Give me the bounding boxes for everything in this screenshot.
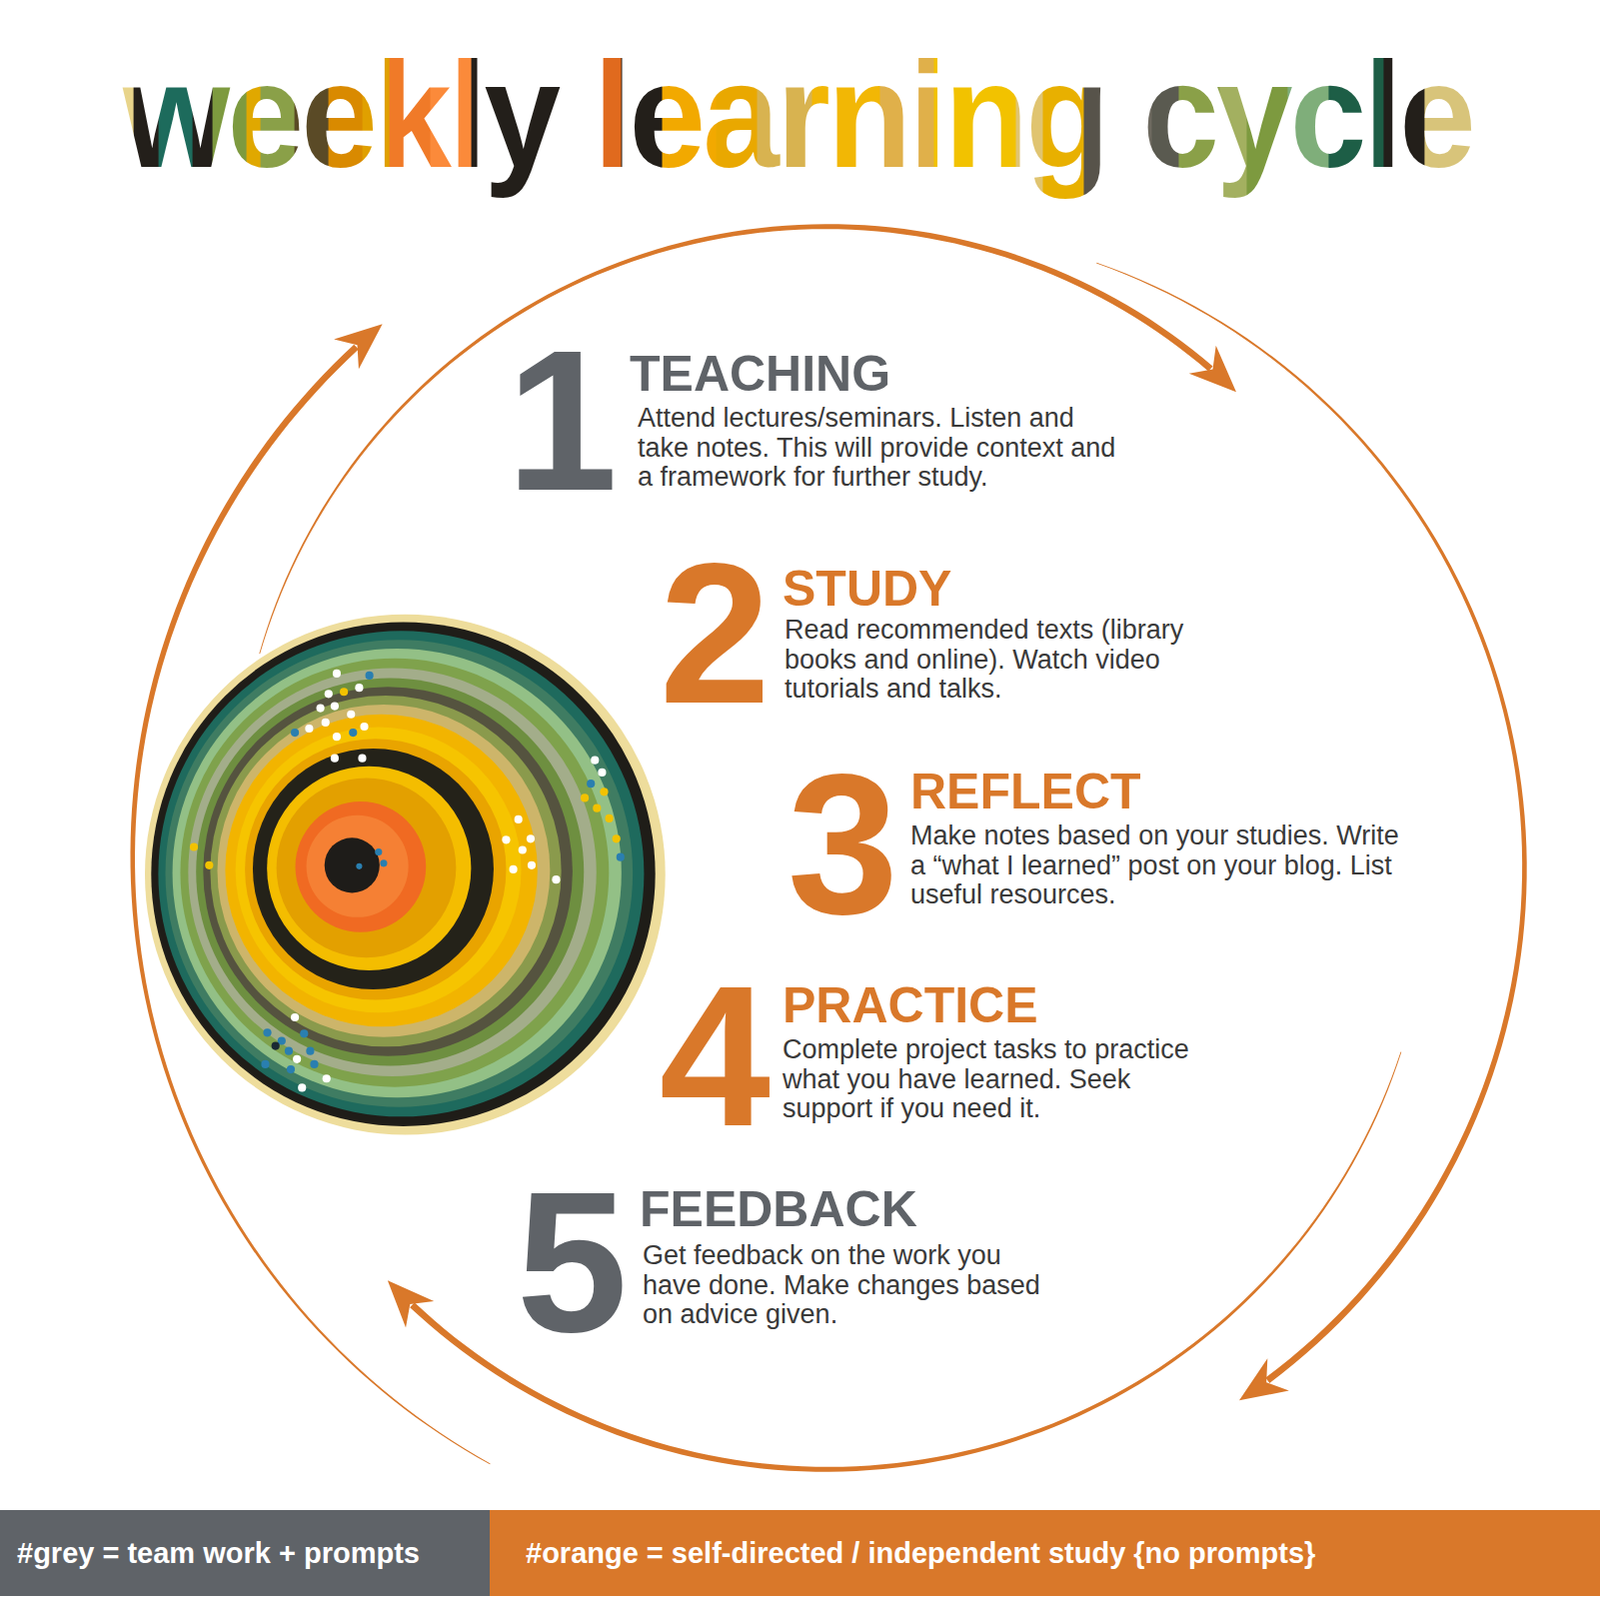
legend-bar: #grey = team work + prompts	[0, 1510, 490, 1597]
dot	[292, 1055, 301, 1064]
ring	[150, 622, 655, 1127]
dot	[284, 1047, 293, 1056]
dot	[339, 687, 348, 696]
ring	[252, 748, 494, 990]
ring	[209, 695, 561, 1047]
title: weekly learning cycle	[117, 21, 1480, 210]
dot	[332, 669, 341, 678]
ring	[306, 815, 409, 918]
dot	[374, 848, 382, 856]
dot	[260, 1060, 269, 1069]
step-heading: PRACTICE	[782, 980, 1039, 1031]
dot	[348, 728, 357, 737]
step-heading: STUDY	[782, 563, 952, 614]
dot	[551, 875, 560, 884]
dot	[304, 724, 313, 733]
dot	[590, 756, 599, 765]
dot	[297, 1083, 306, 1092]
step-description: Complete project tasks to practice what …	[782, 1035, 1208, 1125]
step-description: Read recommended texts (library books an…	[784, 615, 1235, 705]
arc-arrow-shaft	[129, 344, 490, 1466]
arrowhead	[333, 323, 383, 369]
ring	[164, 639, 633, 1108]
dot	[355, 863, 362, 870]
dot	[330, 701, 339, 710]
dot	[365, 671, 374, 680]
ring	[276, 777, 457, 958]
dot	[592, 804, 601, 813]
dot	[616, 853, 625, 862]
dot	[330, 754, 339, 763]
ring	[195, 677, 584, 1066]
arrowhead	[387, 1280, 434, 1328]
dot	[204, 861, 213, 870]
dot	[501, 835, 510, 844]
ring	[217, 704, 551, 1038]
dot	[189, 842, 198, 851]
step-heading: REFLECT	[910, 766, 1142, 817]
dot	[359, 722, 368, 731]
ring	[324, 837, 380, 893]
step-number: 3	[787, 744, 899, 945]
dot	[286, 1065, 295, 1074]
dot	[586, 779, 595, 788]
step-description: Get feedback on the work you have done. …	[642, 1241, 1043, 1331]
dot-scatter	[189, 669, 625, 1093]
dot	[604, 814, 613, 823]
ring	[179, 658, 609, 1088]
step-heading: TEACHING	[629, 348, 891, 399]
step-number: 2	[659, 533, 771, 734]
cycle-arrows	[129, 223, 1527, 1473]
ring	[244, 738, 506, 1000]
legend-text: #grey = team work + prompts	[16, 1537, 420, 1571]
dot	[509, 865, 518, 874]
ring	[295, 801, 427, 933]
ring	[172, 648, 622, 1098]
dot	[324, 689, 333, 698]
dot	[322, 1074, 331, 1083]
ring	[187, 668, 596, 1077]
ring	[157, 630, 644, 1117]
ring	[202, 686, 573, 1057]
legend-bar: #orange = self-directed / independent st…	[489, 1510, 1600, 1597]
ring	[266, 766, 471, 971]
ring-illustration	[144, 614, 666, 1136]
arrowhead	[1189, 345, 1237, 393]
step-heading: FEEDBACK	[639, 1184, 918, 1235]
dot	[305, 1047, 314, 1056]
dot	[527, 861, 536, 870]
dot	[321, 718, 330, 727]
step-description: Attend lectures/seminars. Listen and tak…	[637, 403, 1128, 493]
step-number: 1	[506, 320, 618, 521]
dot	[518, 845, 527, 854]
legend-text: #orange = self-directed / independent st…	[525, 1537, 1316, 1571]
dot	[271, 1041, 280, 1050]
dot	[354, 683, 363, 692]
dot	[346, 710, 355, 719]
dot	[290, 728, 299, 737]
dot	[514, 815, 523, 824]
ring	[144, 614, 666, 1136]
dot	[599, 787, 608, 796]
dot	[357, 754, 366, 763]
dot	[262, 1028, 271, 1037]
dot	[316, 704, 325, 713]
dot	[612, 834, 621, 843]
step-number: 5	[516, 1162, 628, 1363]
ring	[224, 714, 537, 1027]
dot	[597, 768, 606, 777]
arrowhead	[1239, 1358, 1290, 1401]
dot	[580, 793, 589, 802]
dot	[299, 1029, 308, 1038]
dot	[309, 1060, 318, 1069]
step-number: 4	[659, 956, 771, 1157]
dot	[526, 834, 535, 843]
dot	[332, 732, 341, 741]
dot	[290, 1013, 299, 1022]
ring	[235, 726, 522, 1013]
step-description: Make notes based on your studies. Write …	[910, 821, 1401, 911]
dot	[379, 859, 387, 867]
